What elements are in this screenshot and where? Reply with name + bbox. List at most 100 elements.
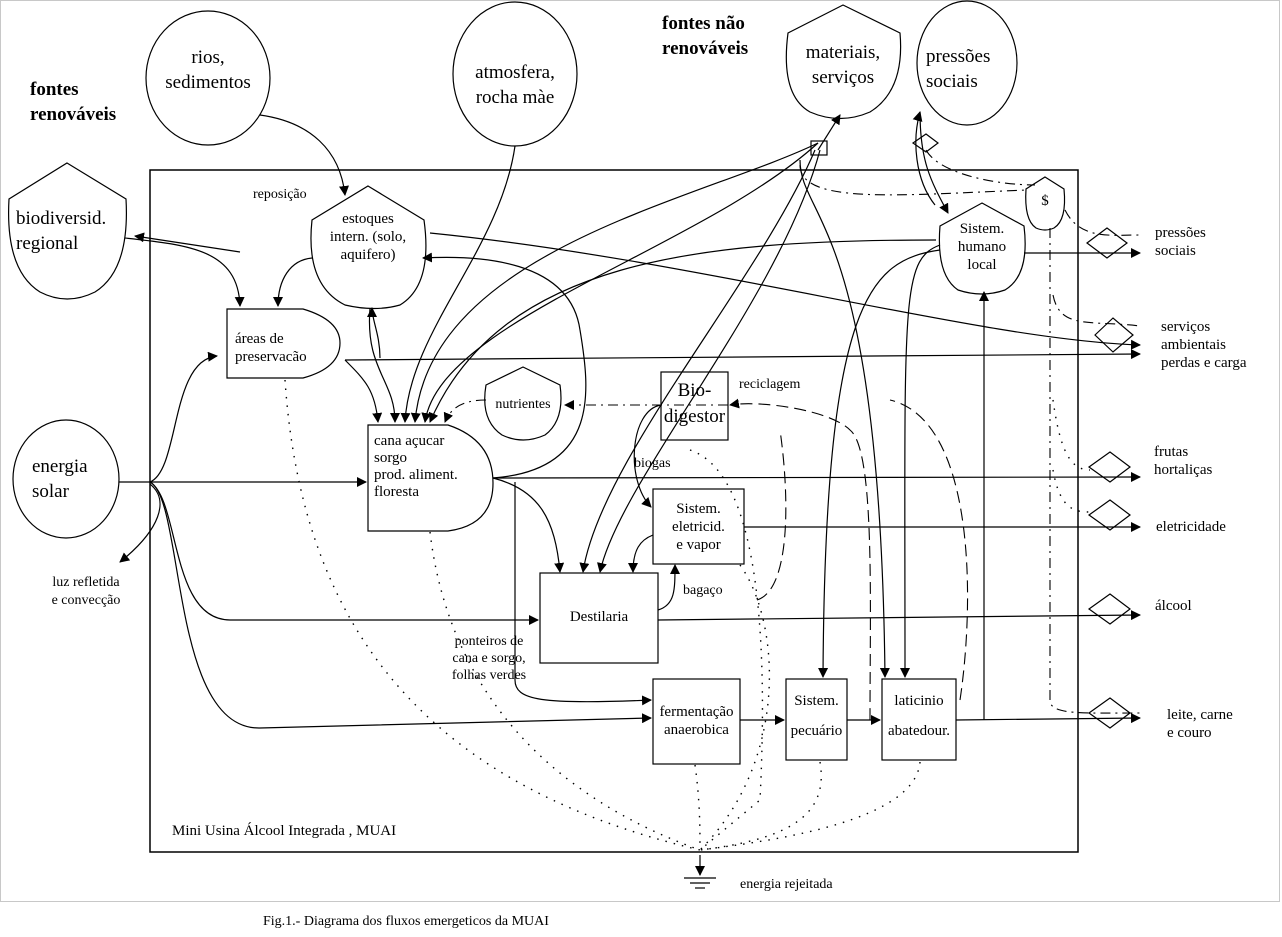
output-social-line1: pressões xyxy=(1155,225,1206,241)
output-fruits-vegetables: frutas hortaliças xyxy=(1154,443,1212,479)
fermentation-line1: fermentação xyxy=(659,704,734,720)
tops-line1: ponteiros de xyxy=(454,634,524,649)
storage-line3: aquifero) xyxy=(340,247,396,263)
human-label: Sistem. humano local xyxy=(945,220,1019,274)
preservation-shape xyxy=(226,308,341,379)
crops-line1: cana açucar xyxy=(374,433,445,449)
source-materials-line2: serviços xyxy=(811,67,875,88)
output-services-line2: ambientais xyxy=(1161,337,1226,353)
preservation-label: áreas de preservacão xyxy=(235,330,307,366)
dairy-line2: abatedour. xyxy=(887,723,951,739)
source-rivers-label: rios, sedimentos xyxy=(148,45,268,95)
rejected-energy-label: energia rejeitada xyxy=(740,877,833,892)
preservation-line2: preservacão xyxy=(235,349,307,365)
storage-line1: estoques xyxy=(342,211,394,227)
source-atmosphere-label: atmosfera, rocha màe xyxy=(452,60,578,110)
system-boundary-label: Mini Usina Álcool Integrada , MUAI xyxy=(172,823,397,839)
source-materials-line1: materiais, xyxy=(805,42,881,63)
source-atmosphere-line2: rocha màe xyxy=(475,87,555,108)
heading-non-renewable-line1: fontes não xyxy=(662,13,745,34)
human-line3: local xyxy=(967,257,997,273)
preservation-line1: áreas de xyxy=(235,331,284,347)
source-biodiversity-line2: regional xyxy=(16,233,79,254)
electric-label: Sistem. eletricid. e vapor xyxy=(653,500,744,554)
output-environmental-services: serviços ambientais perdas e carga xyxy=(1161,318,1247,372)
bagasse-label: bagaço xyxy=(683,583,723,598)
storage-label: estoques intern. (solo, aquifero) xyxy=(312,210,424,264)
heading-renewable-line1: fontes xyxy=(30,79,79,100)
tops-line3: folhas verdes xyxy=(451,668,527,683)
livestock-line2: pecuário xyxy=(790,723,843,739)
source-atmosphere-line1: atmosfera, xyxy=(475,62,555,83)
source-social-pressure xyxy=(916,0,1018,126)
biodigester-line1: Bio- xyxy=(677,380,712,401)
output-milk-meat-leather: leite, carne e couro xyxy=(1167,706,1233,742)
source-biodiversity xyxy=(7,162,128,300)
nutrients-shape xyxy=(484,366,562,441)
source-rivers xyxy=(145,10,271,146)
source-solar-line2: solar xyxy=(32,481,69,502)
livestock-line1: Sistem. xyxy=(794,693,839,709)
biogas-label: biogas xyxy=(634,456,671,471)
electric-line3: e vapor xyxy=(676,537,721,553)
output-fruits-line1: frutas xyxy=(1154,444,1189,460)
crops-shape xyxy=(367,424,494,532)
reflected-line1: luz refletida xyxy=(52,575,120,590)
electric-line2: eletricid. xyxy=(672,519,725,535)
dairy-line1: laticinio xyxy=(894,693,944,709)
figure-frame xyxy=(0,0,1280,902)
output-alcohol: álcool xyxy=(1155,598,1192,614)
output-fruits-line2: hortaliças xyxy=(1154,462,1213,478)
money-label: $ xyxy=(1041,193,1049,209)
heading-non-renewable: fontes não renováveis xyxy=(662,11,748,61)
electric-line1: Sistem. xyxy=(676,501,721,517)
transaction-materials xyxy=(810,140,828,156)
output-services-line1: serviços xyxy=(1161,319,1211,335)
output-transactions xyxy=(1086,227,1134,729)
recycling-label: reciclagem xyxy=(739,377,801,392)
source-social-line1: pressões xyxy=(926,46,991,67)
human-line1: Sistem. xyxy=(959,221,1005,237)
output-services-line3: perdas e carga xyxy=(1161,355,1247,371)
reflected-light-label: luz refletida e convecção xyxy=(26,574,146,610)
source-social-line2: sociais xyxy=(926,71,978,92)
crops-label: cana açucar sorgo prod. aliment. florest… xyxy=(374,433,458,501)
livestock-label: Sistem. pecuário xyxy=(786,686,847,746)
storage-line2: intern. (solo, xyxy=(329,229,407,245)
source-biodiversity-line1: biodiversid. xyxy=(16,208,107,229)
distillery-box xyxy=(539,572,659,664)
replenishment-label: reposição xyxy=(253,187,307,202)
money-shape xyxy=(1025,176,1066,231)
source-solar-line1: energia xyxy=(32,456,88,477)
output-electricity: eletricidade xyxy=(1156,519,1226,535)
distillery-label: Destilaria xyxy=(569,609,629,625)
reflected-line2: e convecção xyxy=(51,593,121,608)
output-social-line2: sociais xyxy=(1155,243,1196,259)
tops-line2: cana e sorgo, xyxy=(452,651,526,666)
biodigester-line2: digestor xyxy=(663,406,726,427)
figure-caption: Fig.1.- Diagrama dos fluxos emergeticos … xyxy=(263,914,549,929)
source-materials-label: materiais, serviços xyxy=(790,40,896,90)
human-line2: humano xyxy=(957,239,1007,255)
crops-line3: prod. aliment. xyxy=(374,467,458,483)
tops-label: ponteiros de cana e sorgo, folhas verdes xyxy=(424,633,554,684)
output-milk-line2: e couro xyxy=(1167,725,1212,741)
source-biodiversity-label: biodiversid. regional xyxy=(16,206,106,256)
fermentation-box xyxy=(652,678,741,765)
system-boundary xyxy=(149,169,1079,853)
crops-line2: sorgo xyxy=(374,450,408,466)
output-milk-line1: leite, carne xyxy=(1167,707,1233,723)
crops-line4: floresta xyxy=(374,484,419,500)
biodigester-label: Bio- digestor xyxy=(661,378,728,430)
source-social-pressure-label: pressões sociais xyxy=(926,44,990,94)
source-rivers-line1: rios, xyxy=(191,47,225,68)
fermentation-label: fermentação anaerobica xyxy=(653,703,740,739)
source-rivers-line2: sedimentos xyxy=(165,72,251,93)
dairy-label: laticinio abatedour. xyxy=(882,686,956,746)
heading-non-renewable-line2: renováveis xyxy=(662,38,749,59)
output-social-pressure: pressões sociais xyxy=(1155,224,1206,260)
source-solar xyxy=(12,419,120,539)
heading-renewable-line2: renováveis xyxy=(30,104,117,125)
heading-renewable: fontes renováveis xyxy=(30,77,116,127)
